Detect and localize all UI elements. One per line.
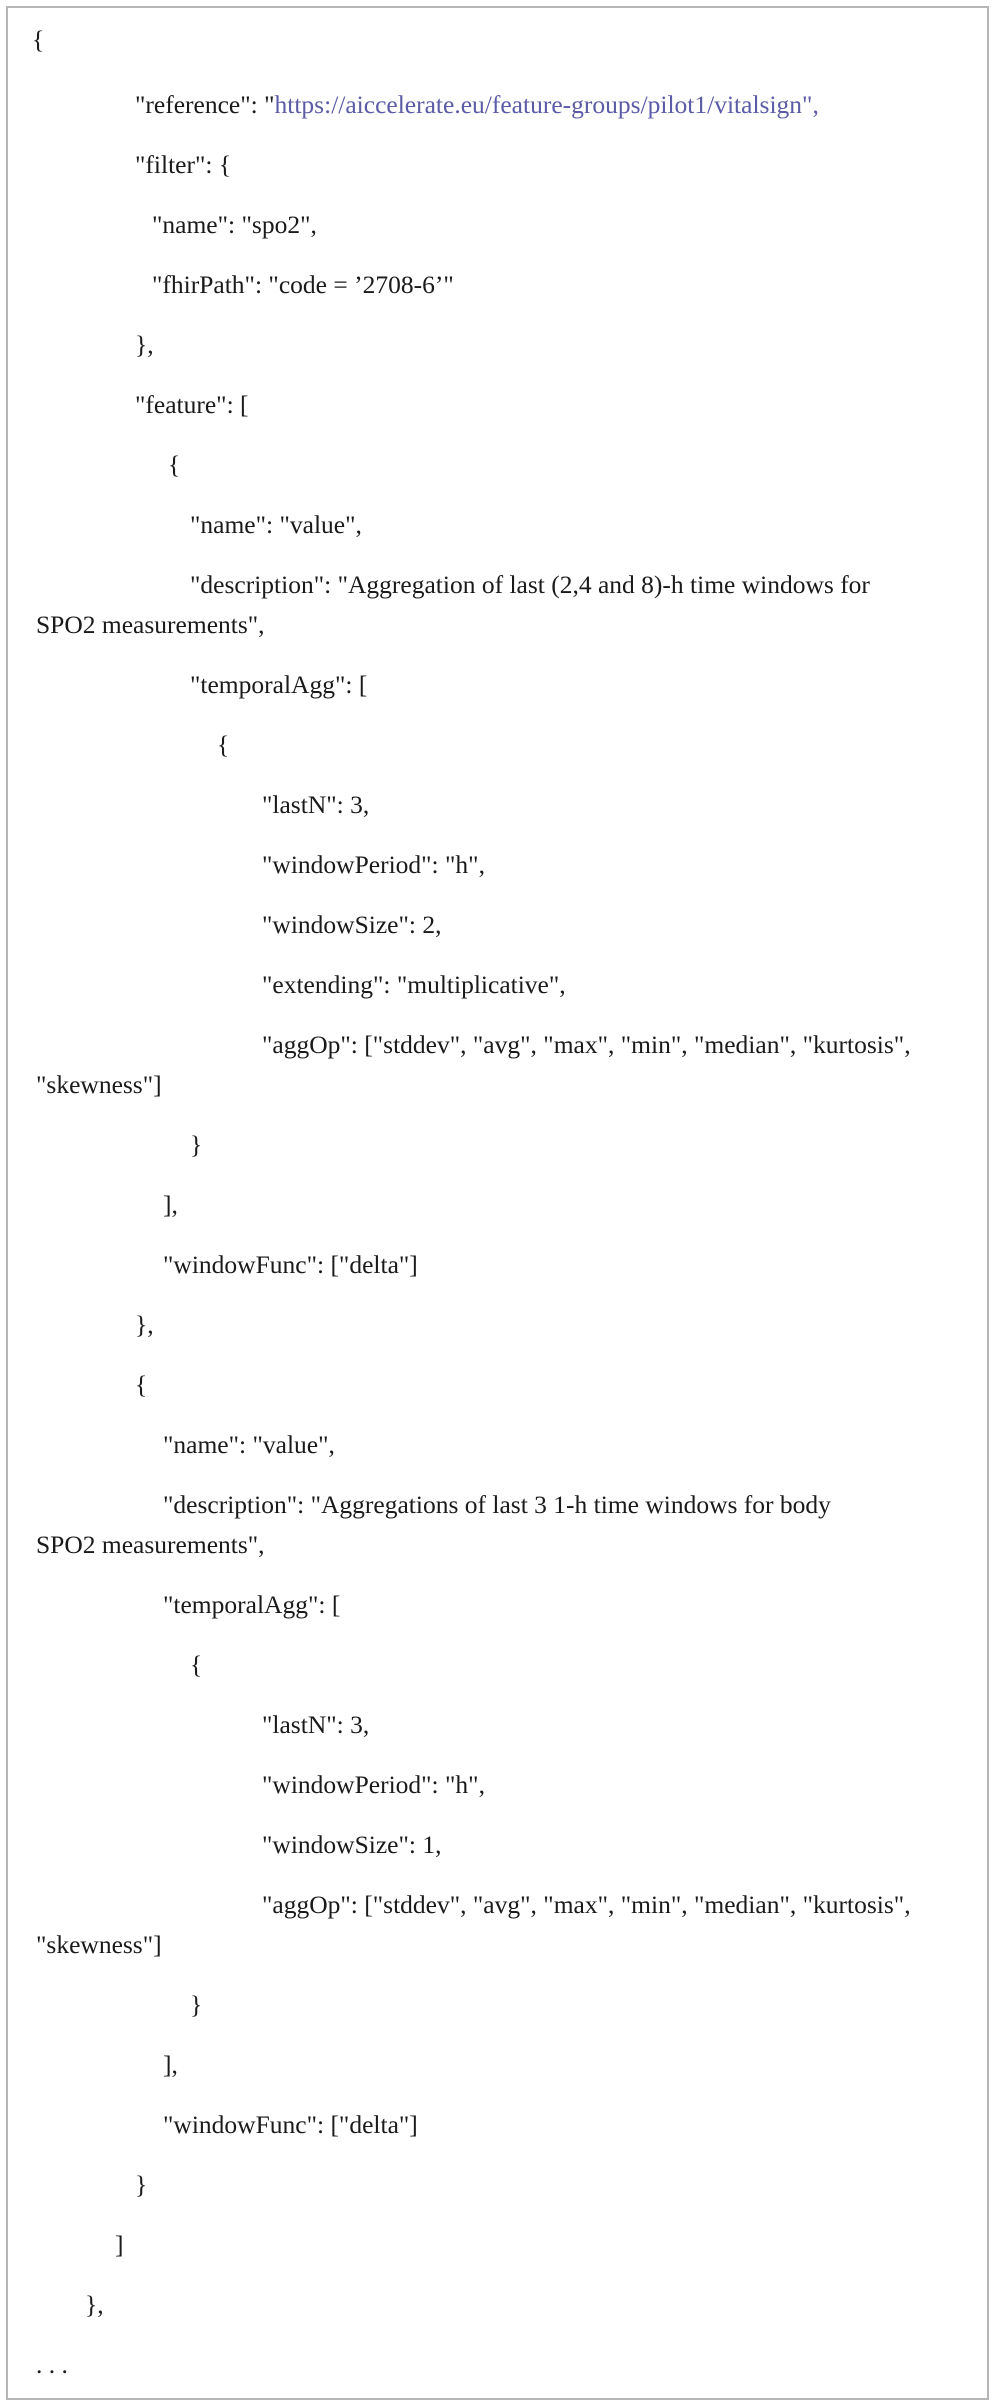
code-line: "windowSize": 1, xyxy=(262,1830,442,1859)
code-line: { xyxy=(32,25,45,54)
code-line: "windowPeriod": "h", xyxy=(262,850,485,879)
code-text: "reference": " xyxy=(135,90,275,119)
code-line: "name": "value", xyxy=(163,1430,335,1459)
code-line: "aggOp": ["stddev", "avg", "max", "min",… xyxy=(262,1030,911,1059)
code-line: "name": "value", xyxy=(190,510,362,539)
code-line: ], xyxy=(163,2050,178,2079)
code-line: ] xyxy=(115,2230,124,2259)
code-line: { xyxy=(217,730,230,759)
code-line: "lastN": 3, xyxy=(262,1710,370,1739)
code-line: { xyxy=(168,450,181,479)
code-line: }, xyxy=(135,330,154,359)
code-line: }, xyxy=(85,2290,104,2319)
code-line: "aggOp": ["stddev", "avg", "max", "min",… xyxy=(262,1890,911,1919)
code-line: { xyxy=(135,1370,148,1399)
code-line: } xyxy=(190,1130,203,1159)
code-line: "description": "Aggregation of last (2,4… xyxy=(190,570,870,599)
code-line: . . . xyxy=(36,2350,68,2379)
code-line: ], xyxy=(163,1190,178,1219)
code-line: "name": "spo2", xyxy=(152,210,317,239)
code-line: } xyxy=(190,1990,203,2019)
code-line: "windowSize": 2, xyxy=(262,910,442,939)
code-line: "fhirPath": "code = ’2708-6’" xyxy=(152,270,454,299)
code-line: "lastN": 3, xyxy=(262,790,370,819)
code-line: "skewness"] xyxy=(36,1070,162,1099)
code-line: "filter": { xyxy=(135,150,232,179)
code-line: "windowFunc": ["delta"] xyxy=(163,1250,418,1279)
code-line: "temporalAgg": [ xyxy=(190,670,368,699)
code-line: "reference": "https://aiccelerate.eu/fea… xyxy=(135,90,819,120)
code-line: "extending": "multiplicative", xyxy=(262,970,566,999)
code-line: "windowFunc": ["delta"] xyxy=(163,2110,418,2139)
code-line: "windowPeriod": "h", xyxy=(262,1770,485,1799)
code-line: }, xyxy=(135,1310,154,1339)
code-line: "description": "Aggregations of last 3 1… xyxy=(163,1490,831,1519)
code-listing: { "reference": "https://aiccelerate.eu/f… xyxy=(8,8,987,2398)
code-listing-frame: { "reference": "https://aiccelerate.eu/f… xyxy=(6,6,989,2400)
code-line: "skewness"] xyxy=(36,1930,162,1959)
reference-url-link[interactable]: https://aiccelerate.eu/feature-groups/pi… xyxy=(274,90,819,119)
code-line: SPO2 measurements", xyxy=(36,610,265,639)
code-line: { xyxy=(190,1650,203,1679)
code-line: "temporalAgg": [ xyxy=(163,1590,341,1619)
code-line: SPO2 measurements", xyxy=(36,1530,265,1559)
code-line: "feature": [ xyxy=(135,390,249,419)
code-line: } xyxy=(135,2170,148,2199)
